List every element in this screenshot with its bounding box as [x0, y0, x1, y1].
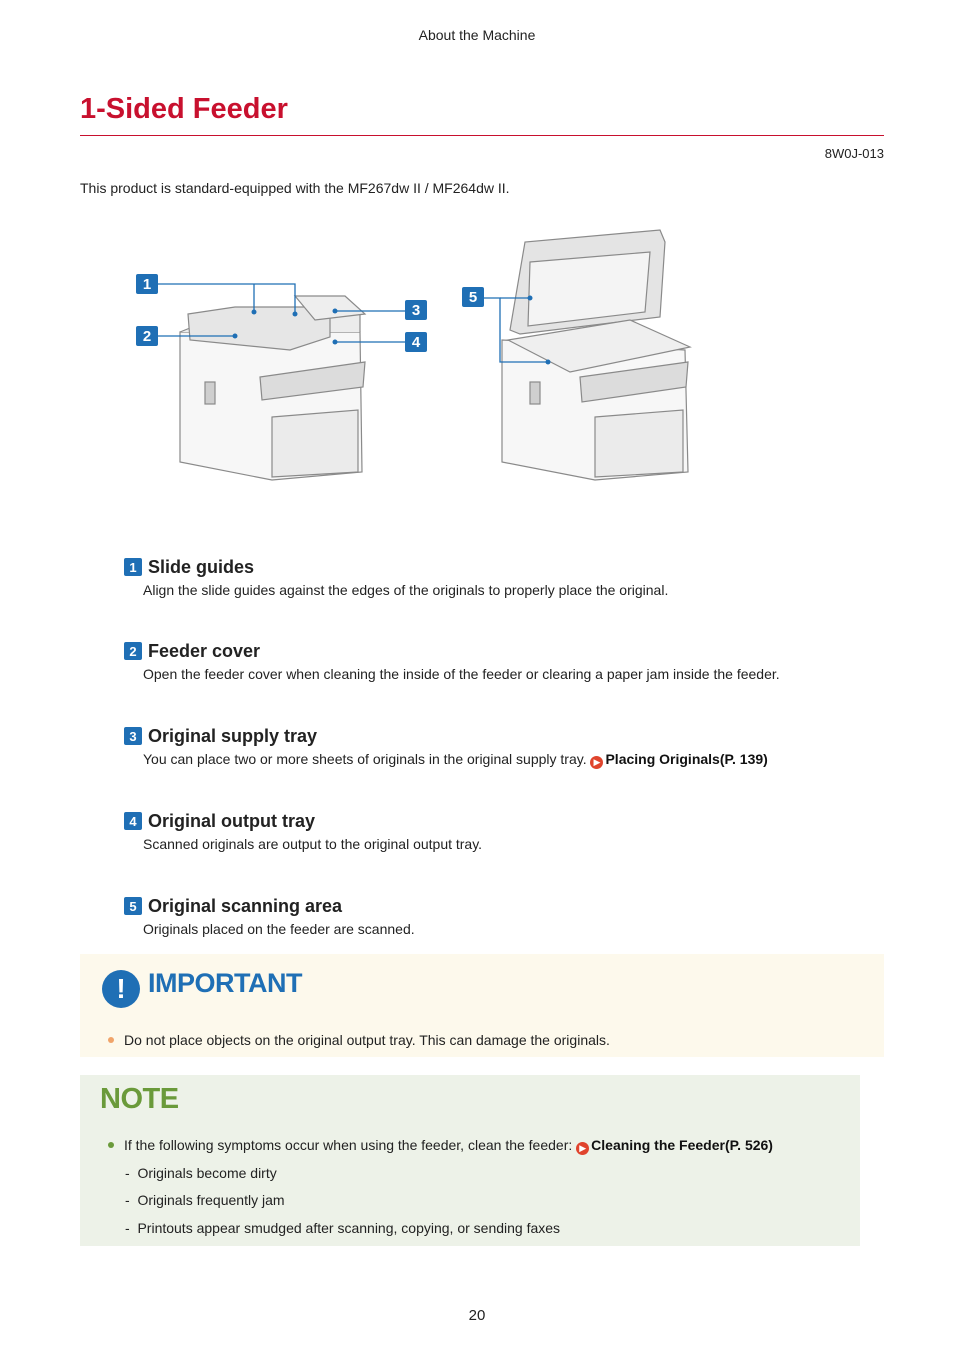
note-subitem-text: Originals become dirty [137, 1165, 277, 1181]
part-number-badge: 1 [124, 558, 142, 576]
callout-5: 5 [462, 287, 484, 307]
important-box: ! IMPORTANT Do not place objects on the … [80, 954, 884, 1057]
part-item-slide-guides: 1 Slide guides Align the slide guides ag… [124, 556, 884, 598]
svg-text:5: 5 [469, 289, 477, 306]
note-subitem-text: Printouts appear smudged after scanning,… [137, 1220, 561, 1236]
part-title: Feeder cover [148, 640, 261, 661]
note-item-text: If the following symptoms occur when usi… [124, 1137, 573, 1153]
part-description-text: You can place two or more sheets of orig… [143, 751, 587, 767]
part-number-badge: 5 [124, 897, 142, 915]
callout-4: 4 [405, 332, 427, 352]
note-subitem: - Originals frequently jam [125, 1192, 285, 1208]
exclamation-icon: ! [102, 970, 140, 1008]
note-subitem-text: Originals frequently jam [137, 1192, 285, 1208]
part-description: Scanned originals are output to the orig… [143, 836, 483, 852]
part-item-original-scanning-area: 5 Original scanning area Originals place… [124, 895, 884, 937]
svg-text:3: 3 [412, 302, 420, 319]
intro-text: This product is standard-equipped with t… [80, 180, 510, 196]
part-description: Align the slide guides against the edges… [143, 582, 669, 598]
svg-text:4: 4 [412, 334, 421, 351]
callout-2: 2 [136, 326, 158, 346]
part-item-original-supply-tray: 3 Original supply tray You can place two… [124, 725, 884, 769]
part-item-feeder-cover: 2 Feeder cover Open the feeder cover whe… [124, 640, 884, 682]
part-description: Originals placed on the feeder are scann… [143, 921, 415, 937]
svg-text:1: 1 [143, 276, 151, 293]
running-header: About the Machine [418, 27, 536, 43]
document-id: 8W0J-013 [824, 146, 884, 161]
note-box: NOTE If the following symptoms occur whe… [80, 1075, 860, 1246]
part-number-badge: 4 [124, 812, 142, 830]
link-arrow-icon: ▶ [576, 1142, 590, 1155]
part-number-badge: 2 [124, 642, 142, 660]
part-item-original-output-tray: 4 Original output tray Scanned originals… [124, 810, 884, 852]
callout-1: 1 [136, 274, 158, 294]
important-item: Do not place objects on the original out… [108, 1032, 610, 1048]
machine-open-illustration [501, 229, 692, 481]
part-title: Slide guides [148, 556, 255, 577]
part-title: Original scanning area [148, 895, 343, 916]
bullet-dot-icon [108, 1037, 114, 1043]
callout-3: 3 [405, 300, 427, 320]
bullet-dot-icon [108, 1142, 114, 1148]
link-label[interactable]: Cleaning the Feeder(P. 526) [591, 1137, 773, 1153]
part-description: Open the feeder cover when cleaning the … [143, 666, 780, 682]
feeder-illustration: 1 2 3 4 5 [136, 229, 692, 481]
part-description: You can place two or more sheets of orig… [143, 751, 884, 769]
part-title: Original output tray [148, 810, 316, 831]
note-item: If the following symptoms occur when usi… [108, 1137, 773, 1155]
page-title: 1-Sided Feeder [80, 93, 288, 125]
part-title: Original supply tray [148, 725, 318, 746]
title-divider [80, 135, 884, 136]
cleaning-feeder-link[interactable]: ▶Cleaning the Feeder(P. 526) [576, 1137, 773, 1155]
important-heading: IMPORTANT [148, 968, 302, 998]
note-subitem: - Printouts appear smudged after scannin… [125, 1220, 561, 1236]
note-heading: NOTE [100, 1083, 179, 1115]
link-arrow-icon: ▶ [590, 756, 604, 769]
page-number: 20 [468, 1307, 486, 1324]
important-item-text: Do not place objects on the original out… [124, 1032, 610, 1048]
part-number-badge: 3 [124, 727, 142, 745]
note-subitem: - Originals become dirty [125, 1165, 277, 1181]
machine-closed-illustration [179, 295, 367, 481]
placing-originals-link[interactable]: ▶Placing Originals(P. 139) [590, 751, 768, 769]
link-label[interactable]: Placing Originals(P. 139) [605, 751, 768, 767]
svg-text:2: 2 [143, 328, 151, 345]
